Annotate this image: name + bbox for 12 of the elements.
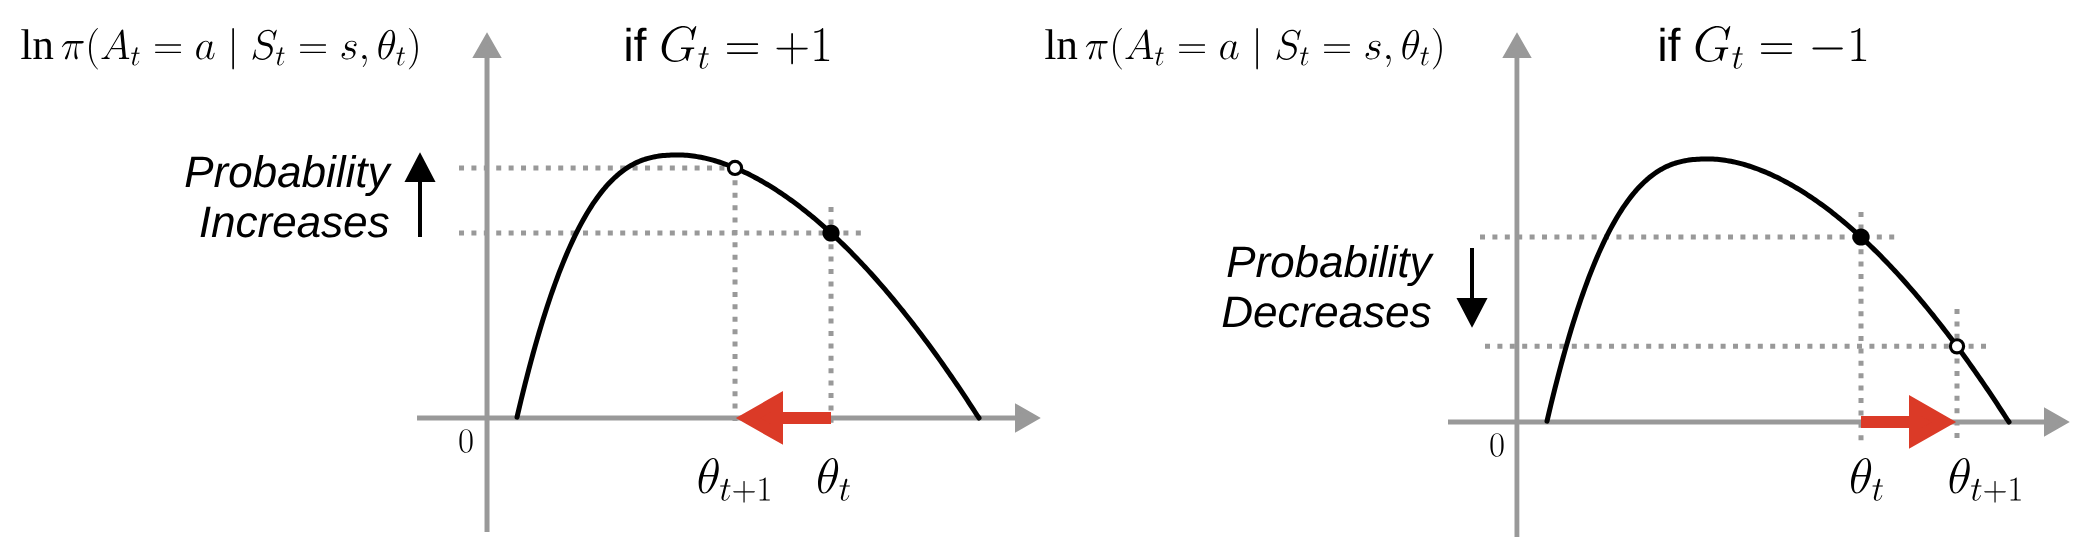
origin-label: $0$ xyxy=(1490,433,1504,457)
condition-label: $\text{if } G_t = +1$ xyxy=(626,25,830,69)
axis-title: $\ln \pi(A_t = a \mid S_t = s, \theta_t)$ xyxy=(21,27,418,70)
tick-label: $\theta_{t+1}$ xyxy=(1949,457,2021,503)
tick-label: $\theta_{t+1}$ xyxy=(698,457,770,503)
annotation: Probability Increases xyxy=(185,155,392,238)
tick-label: $\theta_t$ xyxy=(1851,457,1883,501)
axis-title: $\ln \pi(A_t = a \mid S_t = s, \theta_t)$ xyxy=(1045,27,1442,70)
origin-label: $0$ xyxy=(459,429,473,453)
condition-label: $\text{if } G_t = -1$ xyxy=(1660,25,1867,69)
annotation: Probability Decreases xyxy=(1222,245,1434,328)
tick-label: $\theta_t$ xyxy=(818,457,850,501)
